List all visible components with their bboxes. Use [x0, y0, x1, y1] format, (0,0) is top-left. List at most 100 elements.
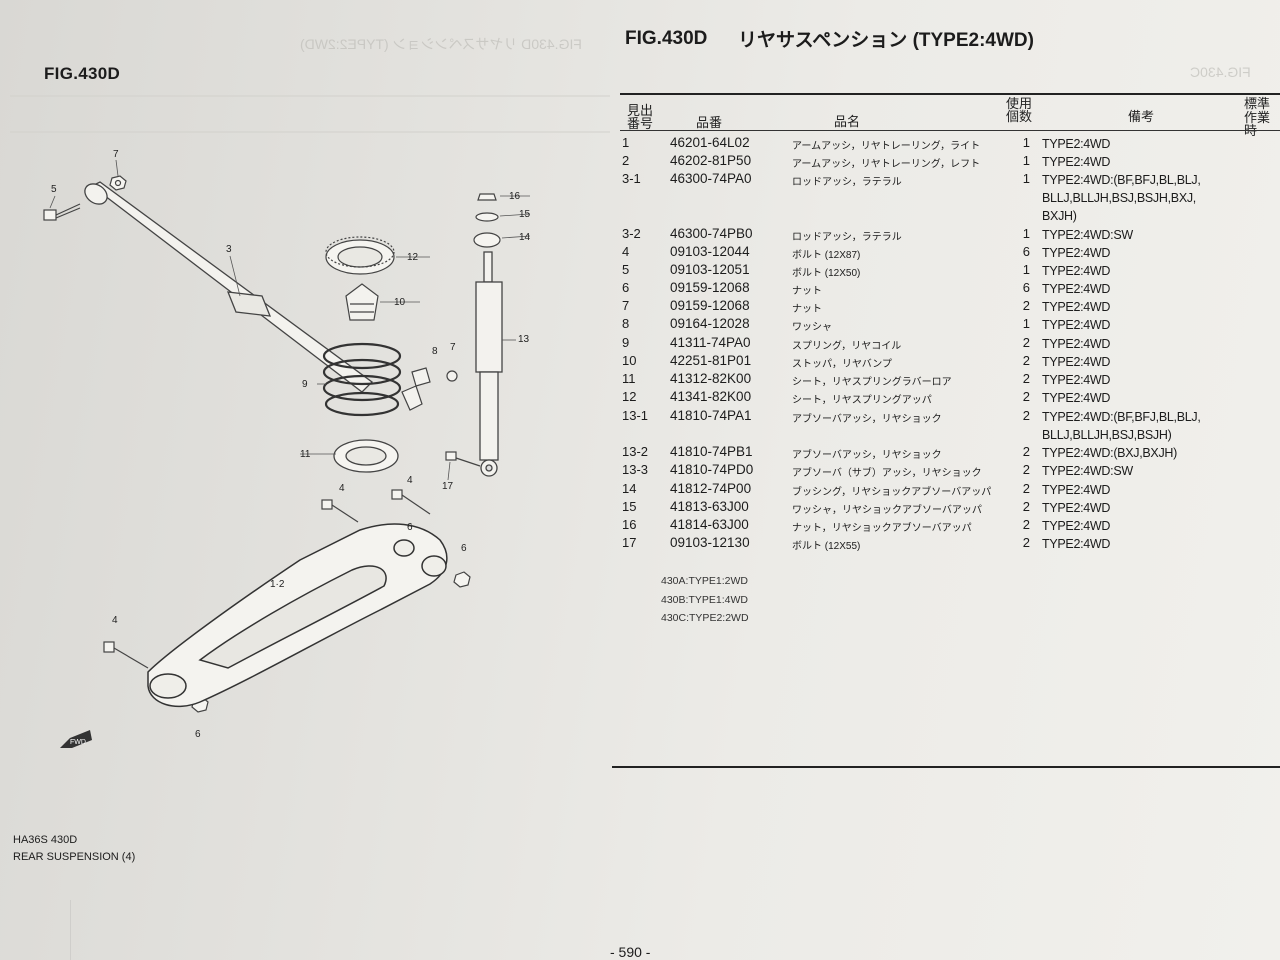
callout-4-a: 4: [339, 483, 345, 494]
part-name: ワッシャ: [792, 322, 832, 333]
quantity: 1: [1022, 153, 1030, 168]
part-number: 09159-12068: [670, 298, 750, 313]
remarks: TYPE2:4WD: [1042, 355, 1111, 369]
remarks: TYPE2:4WD:(BXJ,BXJH): [1042, 446, 1177, 460]
quantity: 6: [1022, 244, 1030, 259]
part-number: 41312-82K00: [670, 371, 752, 386]
part-name: スプリング，リヤコイル: [792, 341, 902, 352]
part-name: ナット: [792, 304, 822, 315]
quantity: 2: [1022, 298, 1030, 313]
header-ref-line1: 見出: [627, 103, 654, 118]
part-name: ストッパ，リヤバンプ: [792, 359, 892, 370]
remarks: TYPE2:4WD: [1042, 246, 1111, 260]
cross-ref: 430C:TYPE2:2WD: [661, 612, 749, 624]
ref-number: 11: [622, 371, 636, 386]
figure-title: リヤサスペンション (TYPE2:4WD): [738, 30, 1034, 51]
part-number: 41311-74PA0: [670, 335, 751, 350]
remarks: TYPE2:4WD: [1042, 519, 1111, 533]
shock-absorber: [475, 251, 503, 477]
remarks-line: TYPE2:4WD:(BF,BFJ,BL,BLJ,: [1042, 410, 1201, 424]
ref-number: 15: [622, 499, 637, 514]
quantity: 2: [1022, 517, 1030, 532]
part-number: 41810-74PB1: [670, 444, 753, 459]
remarks: TYPE2:4WD:(BF,BFJ,BL,BLJ, BLLJ,BLLJH,BSJ…: [1042, 171, 1202, 225]
lower-spring-seat: [333, 439, 399, 473]
ref-number: 9: [622, 335, 630, 350]
part-number: 46202-81P50: [670, 153, 752, 168]
part-name: ナット，リヤショックアブソーバアッパ: [792, 523, 972, 534]
remarks: TYPE2:4WD: [1042, 483, 1111, 497]
header-qty-line1: 使用: [1006, 96, 1033, 111]
quantity: 2: [1022, 408, 1030, 423]
remarks: TYPE2:4WD: [1042, 537, 1111, 551]
ref-number: 16: [622, 517, 637, 532]
remarks: TYPE2:4WD:(BF,BFJ,BL,BLJ, BLLJ,BLLJH,BSJ…: [1042, 408, 1202, 444]
quantity: 1: [1022, 226, 1030, 241]
quantity: 1: [1022, 171, 1030, 186]
quantity: 2: [1022, 481, 1030, 496]
part-name: アームアッシ，リヤトレーリング，レフト: [792, 159, 981, 170]
callout-6-b: 6: [461, 543, 467, 554]
ref-number: 8: [622, 316, 630, 331]
ref-number: 5: [622, 262, 630, 277]
quantity: 2: [1022, 462, 1030, 477]
callout-4-b: 4: [407, 475, 413, 486]
header-part-name: 品名: [834, 114, 861, 129]
bleed-through-lines: [10, 95, 610, 133]
quantity: 2: [1022, 353, 1030, 368]
ref-number: 12: [622, 389, 637, 404]
part-number: 41813-63J00: [670, 499, 749, 514]
remarks-line: TYPE2:4WD:(BF,BFJ,BL,BLJ,: [1042, 173, 1201, 187]
model-code: HA36S 430D: [13, 834, 78, 846]
callout-16: 16: [509, 191, 521, 202]
fwd-arrow-icon: FWD: [60, 730, 92, 748]
quantity: 1: [1022, 316, 1030, 331]
header-part-no: 品番: [696, 115, 723, 130]
figure-label-left: FIG.430D: [44, 64, 121, 83]
ref-number: 2: [622, 153, 630, 168]
part-number: 42251-81P01: [670, 353, 752, 368]
header-remarks: 備考: [1128, 109, 1155, 124]
cross-ref: 430B:TYPE1:4WD: [661, 594, 748, 606]
part-number: 41341-82K00: [670, 389, 752, 404]
ref-number: 3-1: [622, 171, 641, 186]
coil-spring: [322, 342, 402, 417]
callout-17: 17: [442, 481, 454, 492]
part-number: 09103-12130: [670, 535, 750, 550]
callout-7-right: 7: [450, 342, 456, 353]
ref-number: 1: [622, 135, 630, 150]
fwd-label: FWD: [70, 739, 86, 746]
callout-7-top: 7: [113, 149, 119, 160]
remarks-line: BLLJ,BLLJH,BSJ,BSJH,BXJ,: [1042, 191, 1196, 205]
part-name: ボルト (12X87): [792, 250, 861, 261]
part-number: 41810-74PD0: [670, 462, 754, 477]
part-number: 09159-12068: [670, 280, 750, 295]
ref-number: 13-1: [622, 408, 649, 423]
callout-8: 8: [432, 346, 438, 357]
header-time-line1: 標準: [1244, 96, 1271, 111]
table-header-rule: [620, 130, 1280, 131]
part-number: 46201-64L02: [670, 135, 750, 150]
callout-13: 13: [518, 334, 530, 345]
quantity: 1: [1022, 135, 1030, 150]
ref-number: 3-2: [622, 226, 641, 241]
bump-stopper: [345, 283, 379, 321]
ref-number: 6: [622, 280, 630, 295]
bolt-5-icon: [43, 203, 81, 221]
header-qty-line2: 個数: [1006, 109, 1033, 124]
callout-9: 9: [302, 379, 308, 390]
ref-number: 14: [622, 481, 637, 496]
bolt-icons: [103, 451, 481, 669]
part-number: 46300-74PB0: [670, 226, 753, 241]
table-bottom-rule: [612, 766, 1280, 768]
part-number: 09164-12028: [670, 316, 750, 331]
remarks: TYPE2:4WD: [1042, 137, 1111, 151]
callout-labels: 7 5 3 16 15 14 12 10 13 8 7 9 11 17 4 4 …: [51, 149, 531, 740]
part-number: 09103-12051: [670, 262, 750, 277]
bracket: [401, 367, 458, 411]
remarks: TYPE2:4WD:SW: [1042, 228, 1133, 242]
remarks: TYPE2:4WD: [1042, 337, 1111, 351]
callout-5: 5: [51, 184, 57, 195]
part-name: ナット: [792, 286, 822, 297]
part-number: 41814-63J00: [670, 517, 749, 532]
